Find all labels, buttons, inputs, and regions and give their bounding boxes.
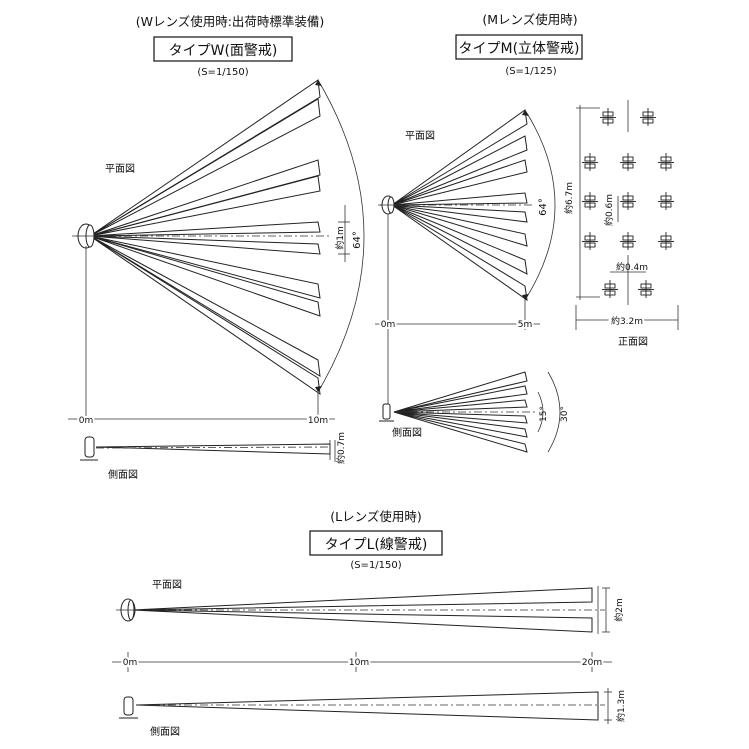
w-fan-10 bbox=[89, 235, 321, 396]
w-arc-arrow-top bbox=[315, 80, 322, 86]
m-sensor-plan-icon bbox=[378, 195, 398, 215]
section-l-scale: (S=1/150) bbox=[350, 560, 401, 571]
m-fan-5 bbox=[391, 204, 528, 223]
m-side-outer-arc bbox=[547, 371, 561, 453]
m-fan-1 bbox=[391, 109, 528, 206]
m-sensor-side-icon bbox=[379, 403, 394, 422]
m-fan-6 bbox=[391, 204, 528, 247]
section-l-plan-label: 平面図 bbox=[152, 579, 182, 591]
front-targets bbox=[582, 108, 674, 298]
w-fan-6 bbox=[89, 235, 321, 255]
l-plan-fans bbox=[120, 586, 605, 634]
l-height-dim-text: 約1.3m bbox=[615, 690, 627, 722]
section-w-side-label: 側面図 bbox=[108, 468, 138, 481]
section-m-scale: (S=1/125) bbox=[505, 66, 556, 77]
m-side-inner-arc bbox=[537, 391, 544, 433]
l-sensor-side-icon bbox=[119, 696, 138, 719]
section-w-scale: (S=1/150) bbox=[197, 67, 248, 78]
section-w-heading: (Wレンズ使用時:出荷時標準装備) bbox=[136, 14, 325, 29]
front-view-label: 正面図 bbox=[618, 336, 648, 348]
w-fan-8 bbox=[89, 235, 321, 317]
front-height-dim: 約6.7m bbox=[563, 182, 575, 214]
section-w-type-box bbox=[153, 36, 293, 62]
w-side-beam bbox=[95, 443, 331, 455]
l-fan-upper bbox=[131, 587, 593, 611]
l-fan-lower bbox=[131, 609, 593, 633]
m-plan-fans bbox=[380, 109, 535, 302]
w-fan-1 bbox=[89, 79, 321, 237]
m-fan-8 bbox=[391, 204, 528, 302]
l-width-dim-text: 約2m bbox=[613, 598, 625, 622]
w-fan-7 bbox=[89, 235, 321, 299]
w-sensor-side-icon bbox=[80, 436, 98, 461]
m-side-fans bbox=[393, 371, 535, 453]
front-width-dim: 約3.2m bbox=[611, 315, 643, 327]
section-l-side-label: 側面図 bbox=[150, 725, 180, 738]
front-spacing-h: 約0.4m bbox=[616, 261, 648, 273]
l-dist-start: 0m bbox=[123, 658, 138, 668]
section-l-type-box bbox=[309, 530, 443, 556]
l-dist-end: 20m bbox=[582, 658, 602, 668]
m-fan-4 bbox=[391, 192, 528, 206]
m-fan-3 bbox=[391, 159, 528, 206]
w-dist-end: 10m bbox=[308, 416, 328, 426]
l-side-beam bbox=[135, 691, 599, 721]
m-side-angle-inner: 15° bbox=[539, 406, 549, 422]
front-spacing-v: 約0.6m bbox=[603, 194, 615, 226]
section-w-type-label: タイプW(面警戒) bbox=[169, 43, 278, 59]
w-fan-9 bbox=[89, 235, 321, 377]
w-arc-arrow-bottom bbox=[315, 386, 322, 392]
section-m-type-box bbox=[455, 34, 583, 60]
m-dist-start: 0m bbox=[381, 320, 396, 330]
w-height-dim-text: 約0.7m bbox=[335, 432, 347, 464]
w-width-dim-text: 約1m bbox=[334, 226, 346, 250]
section-m-heading: (Mレンズ使用時) bbox=[482, 12, 577, 27]
w-sensor-plan-icon bbox=[72, 223, 100, 249]
section-l-heading: (Lレンズ使用時) bbox=[330, 509, 421, 524]
m-fan-2 bbox=[391, 135, 528, 206]
w-angle-text: 64° bbox=[352, 231, 363, 249]
m-dist-end: 5m bbox=[518, 320, 533, 330]
m-angle-text: 64° bbox=[538, 198, 549, 216]
m-fan-7 bbox=[391, 204, 528, 275]
w-dist-start: 0m bbox=[79, 416, 94, 426]
l-sensor-plan-icon bbox=[116, 598, 140, 622]
section-m-plan-label: 平面図 bbox=[405, 130, 435, 142]
w-fan-4 bbox=[89, 175, 321, 237]
section-m-type-label: タイプM(立体警戒) bbox=[458, 41, 579, 57]
w-angle-arc bbox=[317, 79, 365, 393]
l-dist-mid: 10m bbox=[349, 658, 369, 668]
w-fan-2 bbox=[89, 98, 321, 237]
section-l-type-label: タイプL(線警戒) bbox=[325, 537, 428, 553]
w-fan-5 bbox=[89, 221, 321, 237]
front-view: 約6.7m 約0.6m 約0.4m 約3.2m 正面 bbox=[563, 100, 679, 348]
m-angle-arc bbox=[524, 109, 556, 301]
m-side-angle-outer: 30° bbox=[560, 406, 570, 422]
section-w-plan-label: 平面図 bbox=[105, 163, 135, 175]
section-m-side-label: 側面図 bbox=[392, 426, 422, 439]
w-plan-fans bbox=[76, 79, 332, 396]
